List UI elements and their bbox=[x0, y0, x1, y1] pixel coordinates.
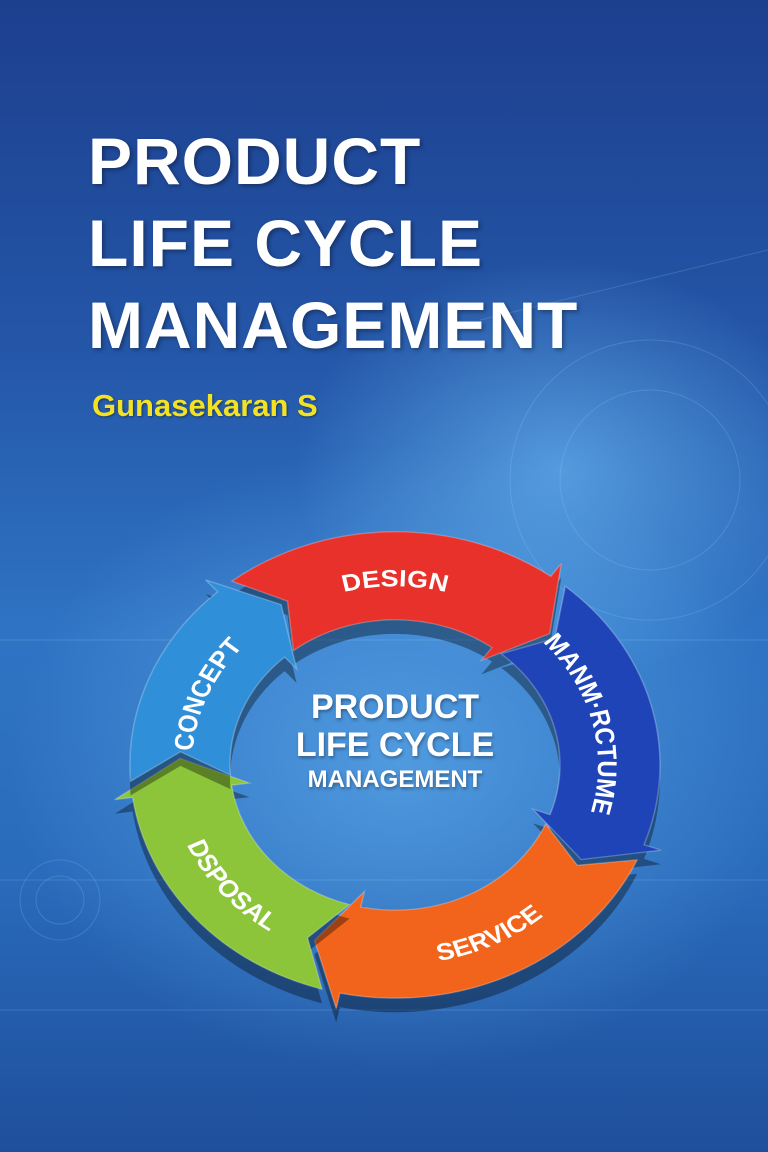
stage-arrow-5 bbox=[129, 579, 298, 783]
title-line: PRODUCT bbox=[88, 124, 422, 198]
diagram-center-label: PRODUCT LIFE CYCLE MANAGEMENT bbox=[245, 688, 545, 796]
center-line: LIFE CYCLE bbox=[295, 726, 495, 764]
stage-arrow-4 bbox=[114, 757, 352, 991]
center-line: PRODUCT bbox=[310, 688, 480, 726]
stage-arrow-1 bbox=[230, 531, 563, 662]
center-line: MANAGEMENT bbox=[307, 766, 483, 793]
stage-arrow-3 bbox=[313, 822, 639, 1009]
book-title: PRODUCT LIFE CYCLE MANAGEMENT bbox=[88, 120, 578, 366]
title-line: LIFE CYCLE bbox=[88, 206, 484, 280]
author-name: Gunasekaran S bbox=[92, 388, 318, 423]
title-line: MANAGEMENT bbox=[88, 288, 579, 362]
stage-arrow-2 bbox=[499, 585, 662, 861]
